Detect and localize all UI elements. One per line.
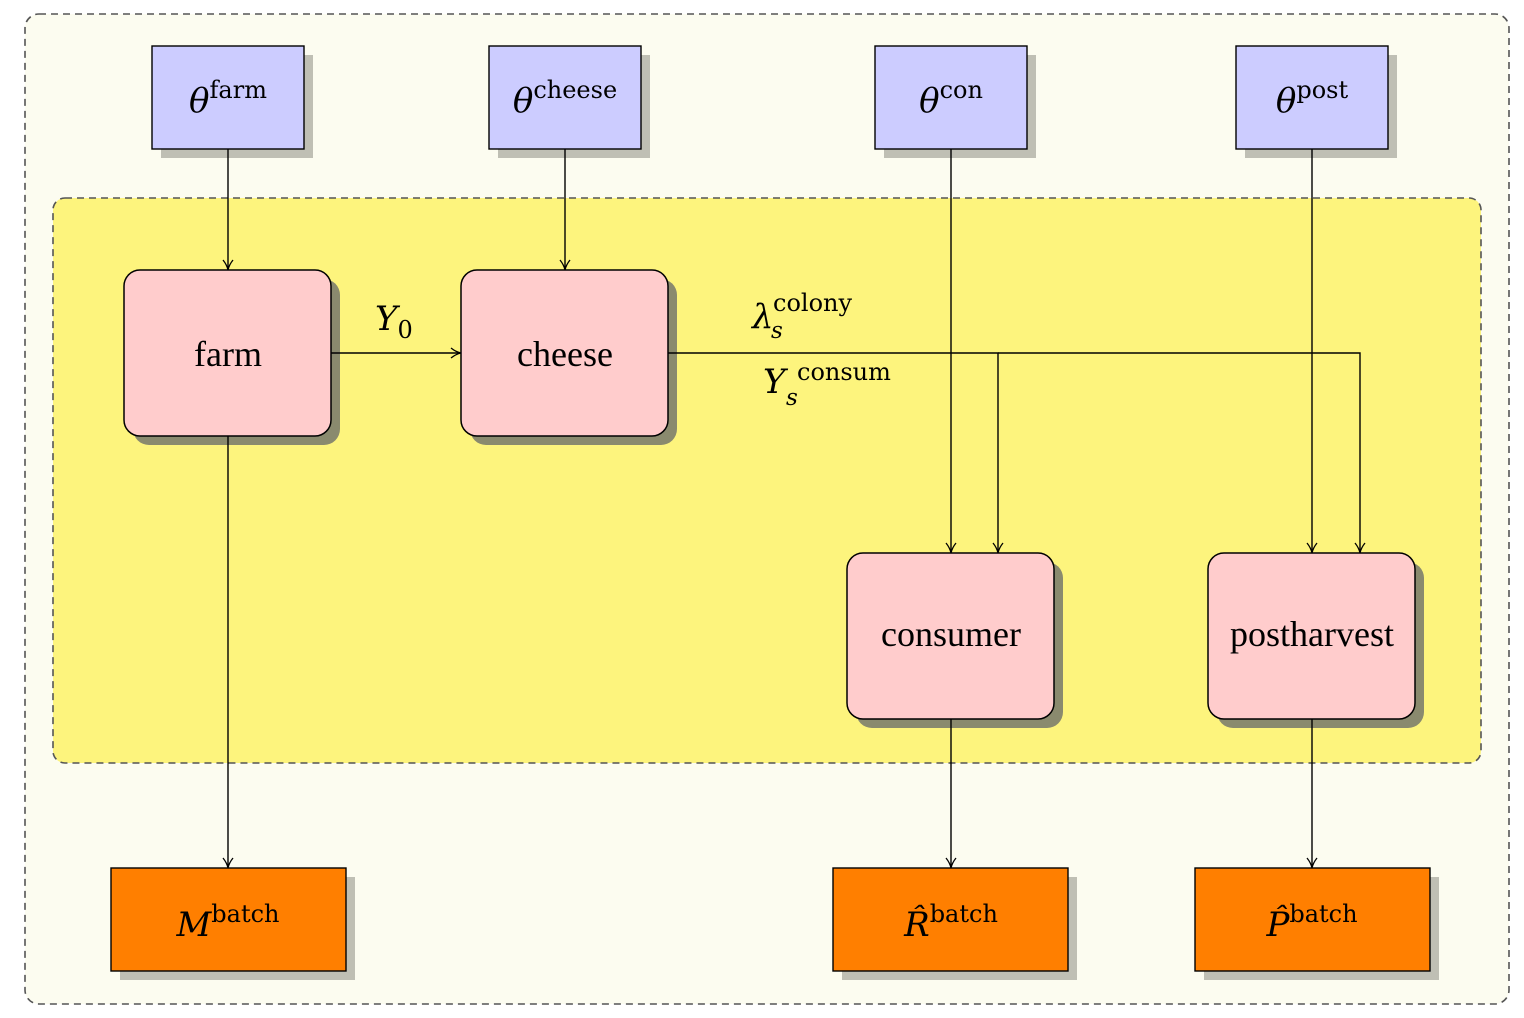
output-symbol: P̂ <box>1265 904 1290 945</box>
process-label: farm <box>194 334 262 374</box>
process-label: cheese <box>517 334 613 374</box>
output-superscript: batch <box>930 900 998 928</box>
output-p-hat-batch: P̂batch <box>1194 867 1439 980</box>
edge-label-symbol: Y <box>375 299 401 339</box>
svg-text:θfarm: θfarm <box>189 76 267 121</box>
process-label: postharvest <box>1230 614 1394 654</box>
parameter-theta-con: θcon <box>874 45 1036 158</box>
svg-text:θcon: θcon <box>919 76 983 121</box>
output-m-batch: Mbatch <box>110 867 355 980</box>
edge-label-subscript: 0 <box>397 316 412 344</box>
parameter-symbol: θ <box>1276 81 1296 121</box>
parameter-theta-post: θpost <box>1235 45 1397 158</box>
parameter-symbol: θ <box>189 81 209 121</box>
edge-label-y-consum: Y <box>763 362 789 402</box>
inner-container <box>52 197 1482 764</box>
parameter-superscript: cheese <box>533 76 617 104</box>
edge-label-y0: Y0 <box>375 299 413 344</box>
process-cheese: cheese <box>460 269 677 445</box>
parameter-superscript: farm <box>210 76 268 104</box>
parameter-theta-cheese: θcheese <box>488 45 650 158</box>
svg-text:R̂batch: R̂batch <box>903 900 998 945</box>
output-symbol: M <box>175 905 212 945</box>
process-farm: farm <box>123 269 340 445</box>
edge-label-subscript: s <box>771 318 783 344</box>
svg-text:Mbatch: Mbatch <box>175 900 279 945</box>
edge-label-symbol: λ <box>750 297 774 337</box>
svg-text:P̂batch: P̂batch <box>1265 900 1357 945</box>
parameter-symbol: θ <box>919 81 939 121</box>
edge-cheese-to-postharvest <box>998 352 1366 554</box>
output-r-hat-batch: R̂batch <box>832 867 1077 980</box>
svg-text:θpost: θpost <box>1276 76 1349 121</box>
svg-text:θcheese: θcheese <box>513 76 617 121</box>
process-label: consumer <box>881 614 1021 654</box>
edge-label-lambda-colony: λ <box>750 297 774 337</box>
edge-label-superscript: consum <box>797 358 891 386</box>
output-superscript: batch <box>1289 900 1357 928</box>
parameter-superscript: con <box>940 76 983 104</box>
edge-label-subscript: s <box>786 385 798 411</box>
parameter-theta-farm: θfarm <box>151 45 313 158</box>
edge-label-symbol: Y <box>763 362 789 402</box>
edge-label-superscript: colony <box>773 289 852 317</box>
output-superscript: batch <box>211 900 279 928</box>
process-consumer: consumer <box>846 552 1063 728</box>
output-symbol: R̂ <box>903 904 930 945</box>
process-postharvest: postharvest <box>1207 552 1424 728</box>
parameter-symbol: θ <box>513 81 533 121</box>
parameter-superscript: post <box>1296 76 1348 104</box>
